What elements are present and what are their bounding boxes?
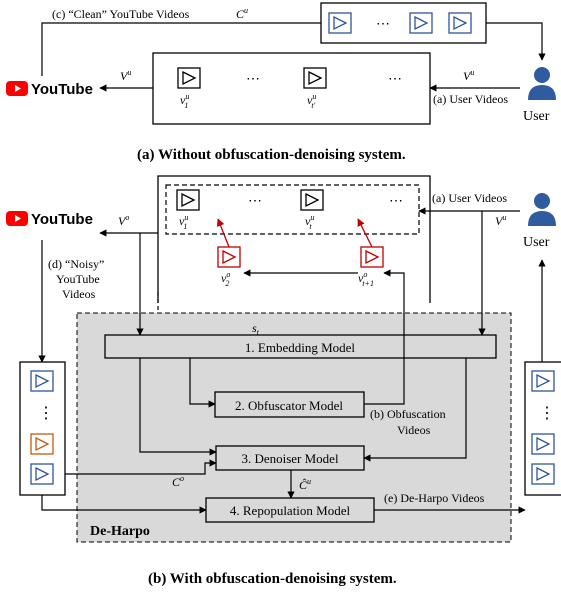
obfuscator-output-line: [364, 269, 405, 405]
embedding-model-box: [104, 334, 497, 359]
repopulation-model-box: [205, 497, 375, 523]
vertical-ellipsis: ⋮: [539, 405, 555, 422]
user-person-icon: [528, 193, 556, 226]
obf-videos-label-1: (b) Obfuscation: [370, 407, 446, 421]
play-triangle-icon: [303, 67, 327, 89]
play-triangle-icon: [448, 12, 472, 34]
ellipsis: ⋯: [388, 72, 402, 87]
caption-a: (a) Without obfuscation-denoising system…: [137, 147, 406, 163]
noisy-label-line1: (d) “Noisy”: [48, 257, 104, 271]
clean-to-user-arrow: [486, 22, 546, 61]
user-label: User: [523, 235, 550, 250]
play-triangle-icon: [176, 189, 200, 211]
obfuscator-model-box: [214, 391, 365, 418]
chat-cu-label: Ĉu: [299, 477, 311, 492]
st-label: st: [252, 321, 260, 337]
user-label: User: [523, 109, 550, 124]
play-triangle-icon: [30, 463, 54, 485]
youtube-logo-icon: [6, 81, 28, 96]
play-triangle-icon: [531, 433, 555, 455]
clean-flow-line: [41, 22, 321, 76]
embedding-model-label: 1. Embedding Model: [245, 340, 356, 355]
play-triangle-icon: [30, 370, 54, 392]
vu-label-right: Vu: [463, 68, 474, 83]
denoiser-model-label: 3. Denoiser Model: [241, 451, 339, 466]
caption-b: (b) With obfuscation-denoising system.: [148, 571, 397, 587]
play-triangle-icon: [300, 189, 324, 211]
ellipsis: ⋯: [248, 194, 262, 209]
vo-label: Vo: [118, 213, 129, 228]
deharpo-videos-label: (e) De-Harpo Videos: [384, 491, 485, 505]
noisy-to-denoiser-line: [65, 459, 217, 475]
play-triangle-icon: [360, 246, 384, 268]
user-container-outline: [157, 175, 431, 303]
embedding-to-obfuscator-line: [189, 358, 216, 408]
noisy-label-line2: YouTube: [56, 272, 100, 286]
vertical-ellipsis: ⋮: [38, 405, 54, 422]
noisy-label-line3: Videos: [62, 287, 96, 301]
vu-label-left: Vu: [120, 68, 131, 83]
obfuscator-model-label: 2. Obfuscator Model: [235, 398, 343, 413]
youtube-logo-icon: [6, 211, 28, 226]
user-to-denoiser-line: [363, 358, 467, 462]
embedding-to-denoiser-line: [139, 358, 217, 456]
play-triangle-icon: [328, 12, 352, 34]
obf-insert-arrow: [357, 218, 373, 248]
user-person-icon: [528, 67, 556, 100]
cu-label: Cu: [236, 6, 248, 21]
ellipsis: ⋯: [389, 194, 403, 209]
play-triangle-icon: [531, 370, 555, 392]
noisy-to-repop-line: [41, 495, 207, 514]
youtube-wordmark: YouTube: [31, 211, 93, 228]
play-triangle-icon: [409, 12, 433, 34]
clean-videos-label: (c) “Clean” YouTube Videos: [52, 7, 190, 21]
obf-insert-arrow: [216, 218, 230, 248]
repopulation-model-label: 4. Repopulation Model: [230, 503, 351, 518]
user-videos-dashed-box: [165, 184, 420, 235]
co-label: Co: [172, 474, 184, 489]
play-triangle-icon: [531, 463, 555, 485]
denoiser-model-box: [215, 445, 365, 471]
obf-videos-label-2: Videos: [397, 423, 431, 437]
deharpo-title: De-Harpo: [90, 524, 150, 539]
play-triangle-icon: [217, 246, 241, 268]
vu-label: Vu: [495, 213, 506, 228]
ellipsis: ⋯: [246, 72, 260, 87]
user-videos-label: (a) User Videos: [433, 92, 508, 106]
youtube-wordmark: YouTube: [31, 81, 93, 98]
user-videos-label: (a) User Videos: [432, 191, 507, 205]
play-triangle-icon: [177, 67, 201, 89]
play-triangle-icon: [30, 433, 54, 455]
ellipsis: ⋯: [376, 17, 390, 32]
